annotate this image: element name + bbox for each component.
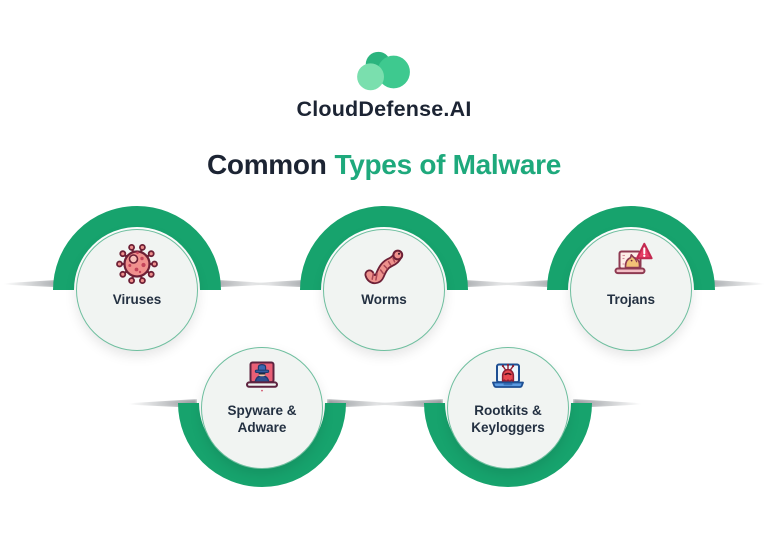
badge-label: Spyware & Adware (227, 403, 297, 435)
worm-icon (360, 239, 408, 287)
trojan-horse-alert-icon (606, 239, 656, 287)
malware-badge-viruses: Viruses (0, 206, 282, 356)
badge-circle: Viruses (76, 229, 198, 351)
spyware-laptop-icon (238, 354, 286, 398)
shadow-wedge-left (117, 399, 197, 408)
shadow-wedge-left (239, 279, 319, 288)
badge-label: Trojans (606, 292, 655, 307)
shadow-wedge-left (486, 279, 566, 288)
shadow-wedge-right (449, 279, 529, 288)
shadow-wedge-right (696, 279, 768, 288)
page-title: Common Types of Malware (0, 149, 768, 181)
title-highlight: Types of Malware (334, 149, 562, 180)
malware-badge-worms: Worms (239, 206, 529, 356)
badge-label: Rootkits & Keyloggers (471, 403, 545, 435)
virus-icon (113, 239, 161, 287)
shadow-wedge-right (573, 399, 653, 408)
shadow-wedge-right (202, 279, 282, 288)
shadow-wedge-left (0, 279, 72, 288)
malware-badge-spyware-adware: Spyware & Adware (117, 347, 407, 492)
badge-circle: Worms (323, 229, 445, 351)
shadow-wedge-right (327, 399, 407, 408)
malware-badge-trojans: Trojans (486, 206, 768, 356)
rootkit-ghost-laptop-icon (484, 354, 532, 398)
badge-circle: Rootkits & Keyloggers (447, 347, 569, 469)
badge-circle: Trojans (570, 229, 692, 351)
badge-circle: Spyware & Adware (201, 347, 323, 469)
malware-badge-rootkits-keyloggers: Rootkits & Keyloggers (363, 347, 653, 492)
badge-label: Worms (361, 292, 407, 307)
cloud-logo-icon (0, 48, 768, 96)
brand-name: CloudDefense.AI (296, 97, 472, 121)
title-prefix: Common (206, 149, 327, 180)
badge-label: Viruses (112, 292, 162, 307)
shadow-wedge-left (363, 399, 443, 408)
brand-header: CloudDefense.AI (0, 48, 768, 122)
